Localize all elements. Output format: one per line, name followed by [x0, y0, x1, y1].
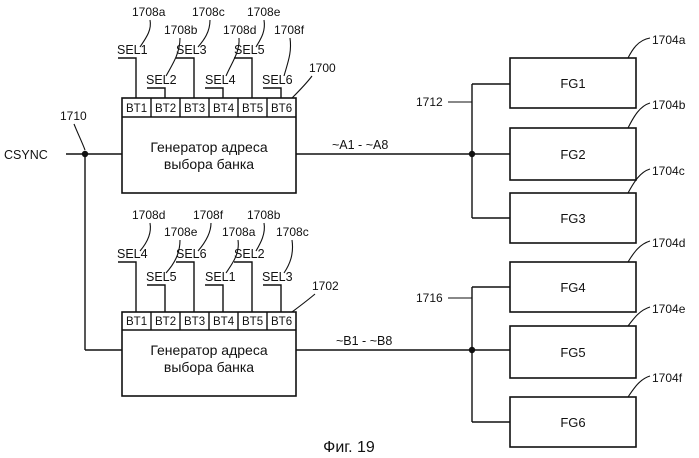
sel3-bottom: SEL3 — [262, 270, 293, 284]
ref-1708f-bottom: 1708f — [193, 208, 224, 222]
generator-top-title-line2: выбора банка — [164, 156, 254, 172]
pin-bt1-top: BT1 — [126, 103, 147, 115]
node-1710-ref: 1710 — [60, 109, 87, 123]
generator-bottom-title-line2: выбора банка — [164, 359, 254, 375]
ref-1708c-top: 1708c — [192, 5, 225, 19]
generator-top-ref: 1700 — [309, 61, 336, 75]
ref-1708b-top: 1708b — [164, 23, 198, 37]
generator-bottom: BT1 BT2 BT3 BT4 BT5 BT6 Генератор адреса… — [122, 312, 296, 396]
fg3-ref: 1704c — [652, 164, 685, 178]
pin-bt2-top: BT2 — [155, 103, 176, 115]
sel3-top: SEL3 — [176, 43, 207, 57]
fg4-label: FG4 — [560, 280, 585, 295]
generator-top-title-line1: Генератор адреса — [150, 139, 267, 155]
pin-bt6-top: BT6 — [271, 103, 292, 115]
ref-leaders-top — [140, 20, 291, 76]
output-a-label: ~A1 - ~A8 — [332, 138, 388, 152]
fg1-label: FG1 — [560, 76, 585, 91]
ref-1708d-top: 1708d — [223, 23, 256, 37]
fg1-ref: 1704a — [652, 33, 686, 47]
fg1-ref-leader — [628, 38, 650, 58]
sel6-bottom: SEL6 — [176, 247, 207, 261]
fg6-ref: 1704f — [652, 371, 683, 385]
fg5-ref: 1704e — [652, 302, 686, 316]
figure-caption: Фиг. 19 — [323, 439, 375, 456]
sel2-top: SEL2 — [146, 73, 177, 87]
sel-lines-top — [118, 58, 281, 98]
bus-1712-ref: 1712 — [416, 95, 443, 109]
ref-1708f-top: 1708f — [274, 23, 305, 37]
sel-lines-bottom — [118, 262, 281, 312]
fg6-ref-leader — [628, 376, 650, 397]
pin-bt5-bottom: BT5 — [242, 316, 263, 328]
sel5-bottom: SEL5 — [146, 270, 177, 284]
fg6-label: FG6 — [560, 415, 585, 430]
sel1-top: SEL1 — [117, 43, 148, 57]
csync-junction — [82, 151, 88, 157]
ref-1708a-bottom: 1708a — [222, 225, 256, 239]
sel4-bottom: SEL4 — [117, 247, 148, 261]
fg4-ref: 1704d — [652, 236, 685, 250]
node-1710-leader — [74, 124, 85, 150]
fg3-label: FG3 — [560, 211, 585, 226]
generator-bottom-title-line1: Генератор адреса — [150, 342, 267, 358]
fg5-label: FG5 — [560, 345, 585, 360]
ref-1708e-bottom: 1708e — [164, 225, 198, 239]
pin-bt2-bottom: BT2 — [155, 316, 176, 328]
generator-bottom-ref: 1702 — [312, 279, 339, 293]
output-b-label: ~B1 - ~B8 — [336, 334, 392, 348]
ref-1708d-bottom: 1708d — [132, 208, 165, 222]
csync-label: CSYNC — [4, 148, 48, 162]
pin-bt6-bottom: BT6 — [271, 316, 292, 328]
pin-bt3-bottom: BT3 — [184, 316, 205, 328]
generator-top: BT1 BT2 BT3 BT4 BT5 BT6 Генератор адреса… — [122, 98, 296, 193]
ref-1708e-top: 1708e — [247, 5, 281, 19]
ref-1708c-bottom: 1708c — [276, 225, 309, 239]
fg4-ref-leader — [628, 241, 650, 262]
sel1-bottom: SEL1 — [205, 270, 236, 284]
fg2-label: FG2 — [560, 147, 585, 162]
ref-1708b-bottom: 1708b — [247, 208, 281, 222]
bus-1716-ref: 1716 — [416, 291, 443, 305]
pin-bt4-top: BT4 — [213, 103, 235, 115]
ref-1708a-top: 1708a — [132, 5, 166, 19]
pin-bt5-top: BT5 — [242, 103, 263, 115]
pin-bt4-bottom: BT4 — [213, 316, 235, 328]
pin-bt3-top: BT3 — [184, 103, 205, 115]
fg2-ref: 1704b — [652, 98, 686, 112]
generator-bottom-ref-leader — [292, 294, 315, 312]
generator-top-ref-leader — [292, 76, 312, 98]
sel2-bottom: SEL2 — [234, 247, 265, 261]
sel4-top: SEL4 — [205, 73, 236, 87]
pin-bt1-bottom: BT1 — [126, 316, 147, 328]
sel6-top: SEL6 — [262, 73, 293, 87]
ref-leaders-bottom — [140, 223, 293, 273]
